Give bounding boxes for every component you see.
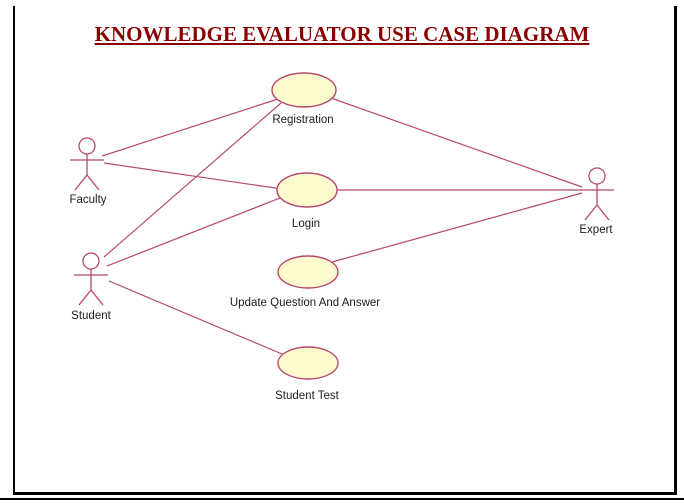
actor-left-leg-expert [584, 204, 598, 221]
usecase-label-student-test: Student Test [275, 390, 340, 402]
diagram-title: KNOWLEDGE EVALUATOR USE CASE DIAGRAM [94, 22, 590, 46]
bottom-divider-line [0, 498, 684, 500]
usecase-label-login: Login [292, 218, 320, 230]
association-faculty-registration [101, 98, 279, 157]
actor-head-expert [588, 167, 606, 185]
usecase-ellipse-student-test [277, 346, 339, 380]
actor-label-student: Student [71, 310, 111, 322]
usecase-ellipse-update-question-and-answer [277, 255, 339, 289]
association-student-student-test [108, 280, 283, 355]
actor-label-faculty: Faculty [69, 194, 106, 206]
usecase-label-registration: Registration [272, 114, 333, 126]
actor-right-leg-expert [596, 204, 610, 221]
association-update-question-and-answer-expert [331, 192, 583, 263]
actor-right-leg-faculty [86, 174, 100, 191]
association-student-login [106, 195, 286, 267]
usecase-ellipse-login [276, 172, 338, 208]
association-registration-expert [330, 97, 583, 188]
page-border [13, 6, 677, 495]
actor-right-leg-student [90, 289, 104, 306]
actor-head-faculty [78, 137, 96, 155]
usecase-label-update-question-and-answer: Update Question And Answer [230, 297, 380, 309]
actor-left-leg-faculty [74, 174, 88, 191]
usecase-ellipse-registration [271, 72, 337, 108]
association-faculty-login [103, 162, 283, 190]
actor-label-expert: Expert [579, 224, 613, 236]
actor-head-student [82, 252, 100, 270]
actor-left-leg-student [78, 289, 92, 306]
association-student-registration [103, 102, 282, 258]
